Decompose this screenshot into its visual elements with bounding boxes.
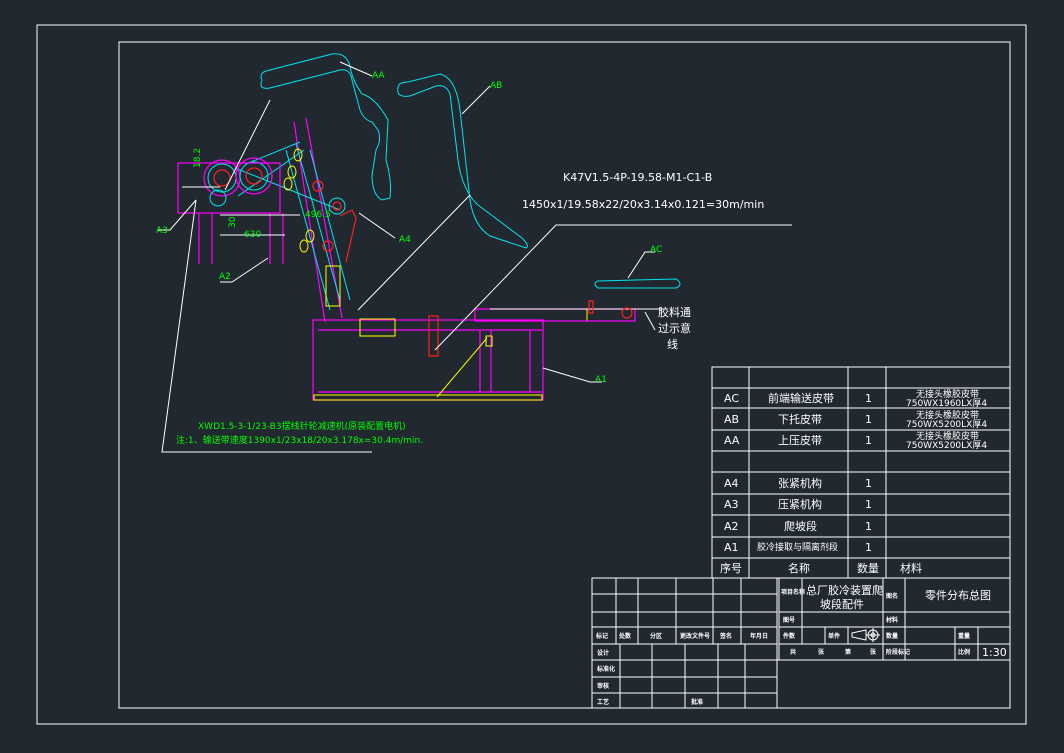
header-no: 序号 <box>720 561 742 575</box>
part-no: A1 <box>724 541 739 554</box>
projection-symbol-icon <box>851 628 880 642</box>
part-material: 无接头橡胶皮带 <box>916 409 979 421</box>
part-name: 胶冷接取与隔离剂段 <box>757 541 838 553</box>
parts-row-a1: A1 胶冷接取与隔离剂段 1 <box>724 541 872 554</box>
part-qty: 1 <box>865 392 872 405</box>
part-no: AB <box>724 413 739 426</box>
dim-630: 630 <box>244 230 261 240</box>
material-label: 材料 <box>885 616 898 624</box>
weight-label: 重量 <box>958 632 970 640</box>
parts-row-a2: A2 爬坡段 1 <box>724 519 872 533</box>
callout-ac: AC <box>650 245 662 255</box>
scale-label: 比例 <box>958 648 970 656</box>
drawing-name-label: 图名 <box>886 592 898 600</box>
belt-ab <box>397 73 528 249</box>
part-qty: 1 <box>865 498 872 511</box>
part-name: 下托皮带 <box>778 412 822 426</box>
part-material-spec: 750WX5200LX厚4 <box>906 440 987 451</box>
sign-standard: 标准化 <box>596 665 615 673</box>
part-name: 爬坡段 <box>784 519 817 533</box>
parts-row-a3: A3 压紧机构 1 <box>724 497 872 511</box>
sign-approve: 批准 <box>691 698 703 706</box>
change-header-mark: 标记 <box>595 632 608 640</box>
callout-a4: A4 <box>399 235 411 245</box>
flow-label-2: 过示意 <box>658 321 691 335</box>
part-no: AA <box>724 434 740 447</box>
part-name: 压紧机构 <box>778 497 822 511</box>
part-qty: 1 <box>865 434 872 447</box>
header-material: 材料 <box>900 561 922 575</box>
drawing-name: 零件分布总图 <box>925 588 991 602</box>
motor-spec-line2: 1450x1/19.58x22/20x3.14x0.121=30m/min <box>522 198 764 211</box>
part-name: 上压皮带 <box>778 434 822 447</box>
part-qty: 1 <box>865 520 872 533</box>
stage-label: 阶段标记 <box>886 648 910 656</box>
sheet-current-label: 第 <box>844 648 851 656</box>
part-material-spec: 750WX5200LX厚4 <box>906 419 987 430</box>
dim-496-5: 496.5 <box>305 210 331 220</box>
parts-header-row: 序号 名称 数量 材料 <box>720 561 922 575</box>
sign-review: 审核 <box>597 682 609 690</box>
change-header-count: 处数 <box>618 632 632 640</box>
change-header-sign: 签名 <box>719 632 732 640</box>
part-qty: 1 <box>865 541 872 554</box>
belt-ac <box>594 278 681 289</box>
flow-label-3: 线 <box>667 337 678 351</box>
part-name: 前端输送皮带 <box>768 391 834 405</box>
part-no: A3 <box>724 498 739 511</box>
callout-a2: A2 <box>219 272 231 282</box>
sign-design: 设计 <box>597 649 609 657</box>
flow-label-1: 胶料通 <box>658 305 691 319</box>
belt-aa <box>260 53 391 201</box>
part-material: 无接头橡胶皮带 <box>916 430 979 442</box>
header-name: 名称 <box>788 561 810 575</box>
scale-value: 1:30 <box>982 646 1007 659</box>
sheet-total-label: 共 <box>790 648 796 656</box>
callout-aa: AA <box>372 71 385 81</box>
unit-label: 单件 <box>828 632 840 640</box>
reducer-note-line1: XWD1.5-3-1/23-B3摆线针轮减速机(原装配置电机) <box>198 420 406 432</box>
sign-process: 工艺 <box>597 698 609 706</box>
part-no: AC <box>724 392 739 405</box>
callout-ab: AB <box>490 81 502 91</box>
change-header-zone: 分区 <box>650 632 662 640</box>
inner-frame <box>118 41 1011 709</box>
count-label: 件数 <box>783 632 796 640</box>
leader-lines <box>158 61 792 453</box>
dim-30: 30 <box>228 216 238 228</box>
change-header-doc: 更改文件号 <box>680 632 710 640</box>
project-label: 项目名称 <box>781 588 805 596</box>
reducer-note-line2: 注:1、输送带速度1390x1/23x18/20x3.178x=30.4m/mi… <box>176 434 423 446</box>
part-material: 无接头橡胶皮带 <box>916 388 979 400</box>
dim-18-2: 18.2 <box>193 148 203 168</box>
parts-row-a4: A4 张紧机构 1 <box>724 476 872 490</box>
drawing-no-label: 图号 <box>783 616 795 624</box>
part-qty: 1 <box>865 477 872 490</box>
outer-frame <box>36 24 1027 725</box>
callout-a1: A1 <box>595 375 607 385</box>
part-qty: 1 <box>865 413 872 426</box>
project-name-line2: 坡段配件 <box>820 597 864 611</box>
title-block: 标记 处数 分区 更改文件号 签名 年月日 设计 标准化 审核 工艺 批准 项目… <box>591 577 1011 709</box>
change-header-date: 年月日 <box>750 632 768 640</box>
part-no: A4 <box>724 477 739 490</box>
project-name-line1: 总厂胶冷装置爬 <box>806 583 883 597</box>
part-no: A2 <box>724 520 739 533</box>
base-section <box>312 300 640 401</box>
part-name: 张紧机构 <box>778 476 822 490</box>
qty-label: 数量 <box>886 632 898 640</box>
sheet-unit-label-2: 张 <box>870 648 877 656</box>
part-material-spec: 750WX1960LX厚4 <box>906 398 987 409</box>
sheet-unit-label-1: 张 <box>818 648 825 656</box>
callout-a3: A3 <box>156 226 168 236</box>
motor-spec-line1: K47V1.5-4P-19.58-M1-C1-B <box>563 171 712 184</box>
climbing-section <box>177 117 357 323</box>
header-qty: 数量 <box>857 562 879 575</box>
